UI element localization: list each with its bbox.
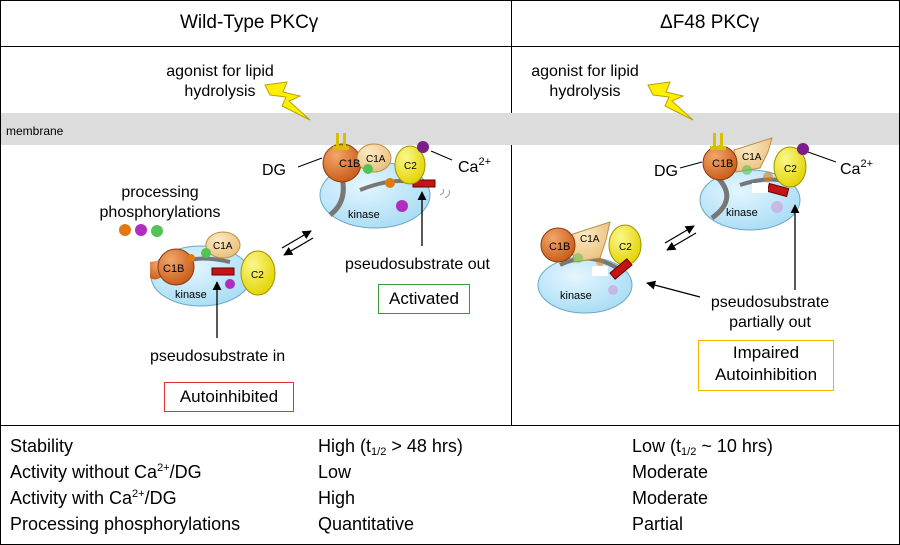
mut-activity-with-value: Moderate bbox=[632, 488, 709, 508]
mut-agonist-line2: hydrolysis bbox=[549, 83, 621, 100]
c2-label: C2 bbox=[784, 164, 797, 175]
equilibrium-reverse-arrow bbox=[666, 232, 697, 251]
c1a-label: C1A bbox=[213, 241, 233, 252]
row-label-activity-with: Activity with Ca2+/DG bbox=[10, 488, 177, 508]
equilibrium-forward-arrow bbox=[281, 230, 312, 249]
c1b-label: C1B bbox=[549, 241, 570, 253]
c1a-label: C1A bbox=[580, 234, 600, 245]
row-label-activity-without: Activity without Ca2+/DG bbox=[10, 462, 202, 482]
kinase-label: kinase bbox=[348, 209, 380, 221]
wt-agonist-label: agonist for lipid hydrolysis bbox=[150, 62, 290, 102]
mut-activity-without-value: Moderate bbox=[632, 462, 709, 482]
equilibrium-reverse-arrow bbox=[283, 237, 314, 256]
wt-pseudo-out-label: pseudosubstrate out bbox=[345, 256, 490, 273]
lightning-bolt-icon bbox=[647, 81, 694, 121]
row-label-stability: Stability bbox=[10, 436, 74, 456]
wt-agonist-line2: hydrolysis bbox=[184, 83, 256, 100]
c1b-label: C1B bbox=[339, 158, 360, 170]
mut-stability-value: Low (t1/2 ~ 10 hrs) bbox=[632, 436, 773, 458]
c2-label: C2 bbox=[404, 161, 417, 172]
kinase-label: kinase bbox=[560, 290, 592, 302]
mut-header: ΔF48 PKCγ bbox=[660, 12, 760, 33]
mut-pseudo-label: pseudosubstrate partially out bbox=[700, 293, 840, 333]
mut-agonist-line1: agonist for lipid bbox=[531, 63, 639, 80]
wt-processing-label: processing phosphorylations bbox=[90, 183, 230, 223]
mut-pseudo-line2: partially out bbox=[729, 314, 811, 331]
pseudo-partial-arrow-left bbox=[646, 280, 701, 298]
mut-activated-pkc bbox=[679, 133, 837, 231]
impaired-line2: Autoinhibition bbox=[714, 365, 818, 384]
mut-ca-label: Ca2+ bbox=[840, 158, 873, 178]
membrane-band bbox=[1, 113, 899, 145]
equilibrium-forward-arrow bbox=[664, 225, 695, 244]
wt-activated-pkc bbox=[297, 133, 453, 229]
impaired-line1: Impaired bbox=[732, 343, 800, 362]
wt-stability-value: High (t1/2 > 48 hrs) bbox=[318, 436, 463, 458]
wt-activity-without-value: Low bbox=[318, 462, 352, 482]
wt-pseudo-in-label: pseudosubstrate in bbox=[150, 348, 286, 365]
lightning-bolt-icon bbox=[264, 81, 311, 121]
header-divider bbox=[0, 46, 900, 47]
processing-line1: processing bbox=[121, 184, 199, 201]
activated-badge: Activated bbox=[378, 284, 470, 314]
c1b-label: C1B bbox=[712, 158, 733, 170]
mut-agonist-label: agonist for lipid hydrolysis bbox=[515, 62, 655, 102]
autoinhibited-badge: Autoinhibited bbox=[164, 382, 294, 412]
mut-dg-label: DG bbox=[654, 163, 678, 180]
c2-label: C2 bbox=[619, 242, 632, 253]
wt-header: Wild-Type PKCγ bbox=[180, 12, 319, 33]
wt-autoinhibited-pkc bbox=[119, 224, 276, 307]
mut-processing-value: Partial bbox=[632, 514, 684, 534]
c2-label: C2 bbox=[251, 270, 264, 281]
c1a-label: C1A bbox=[366, 154, 386, 165]
membrane-label: membrane bbox=[6, 124, 64, 138]
c1b-label: C1B bbox=[163, 263, 184, 275]
column-divider bbox=[511, 0, 512, 425]
impaired-badge: Impaired Autoinhibition bbox=[698, 340, 834, 391]
wt-processing-value: Quantitative bbox=[318, 514, 415, 534]
c1a-label: C1A bbox=[742, 152, 762, 163]
kinase-label: kinase bbox=[726, 207, 758, 219]
mut-impaired-pkc bbox=[537, 221, 642, 314]
row-label-processing: Processing phosphorylations bbox=[10, 514, 241, 534]
processing-line2: phosphorylations bbox=[99, 204, 221, 221]
wt-agonist-line1: agonist for lipid bbox=[166, 63, 274, 80]
wt-activity-with-value: High bbox=[318, 488, 356, 508]
kinase-label: kinase bbox=[175, 289, 207, 301]
wt-ca-label: Ca2+ bbox=[458, 156, 491, 176]
wt-dg-label: DG bbox=[262, 162, 286, 179]
mut-pseudo-line1: pseudosubstrate bbox=[710, 294, 830, 311]
table-divider bbox=[0, 425, 900, 426]
